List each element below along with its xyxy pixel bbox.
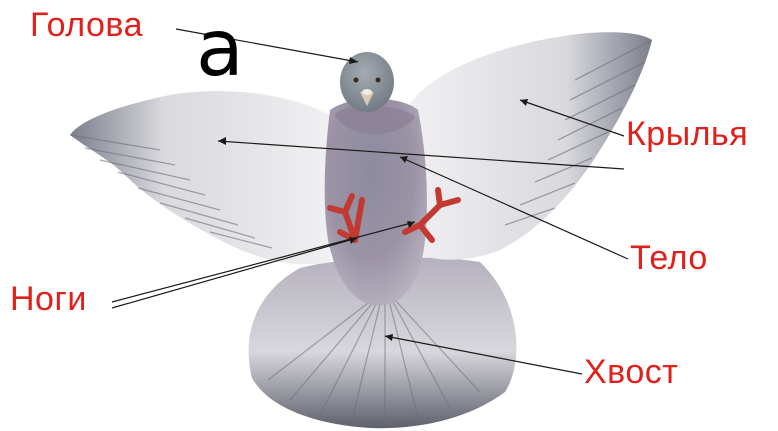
head-shape [340,52,394,112]
label-tail: Хвост [584,355,678,389]
label-body: Тело [630,241,708,275]
label-wings: Крылья [626,117,748,151]
label-legs: Ноги [10,282,87,316]
figure-marker: а [196,10,244,88]
label-head: Голова [30,8,143,42]
left-wing-shape [70,91,338,264]
right-wing-shape [405,32,652,259]
